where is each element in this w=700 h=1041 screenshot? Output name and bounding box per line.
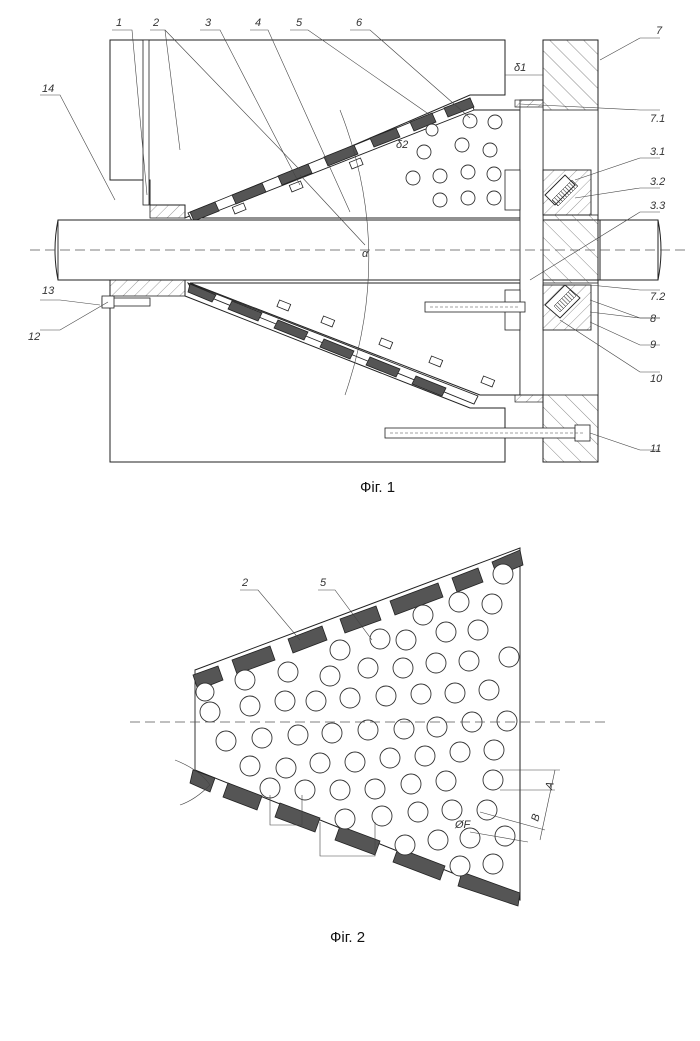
label-1: 1 bbox=[116, 17, 122, 29]
figure-2: A B ØF 2 5 Фіг. 2 bbox=[130, 548, 610, 946]
bearing-lower bbox=[543, 285, 591, 330]
caption-fig2: Фіг. 2 bbox=[330, 929, 365, 946]
label-12: 12 bbox=[28, 331, 40, 343]
label-4: 4 bbox=[255, 17, 261, 29]
label-11: 11 bbox=[650, 443, 661, 455]
dim-delta1: δ1 bbox=[514, 62, 526, 74]
sieve-strip-upper bbox=[188, 98, 474, 221]
blades-lower bbox=[277, 300, 495, 387]
label-9: 9 bbox=[650, 339, 656, 351]
caption-fig1: Фіг. 1 bbox=[360, 479, 395, 496]
label-3-3: 3.3 bbox=[650, 200, 666, 212]
label-13: 13 bbox=[42, 285, 55, 297]
label-6: 6 bbox=[356, 17, 363, 29]
bolt-10 bbox=[425, 302, 525, 312]
inner-cone-lower bbox=[190, 283, 520, 395]
figure-1: δ1 δ2 α 1 2 bbox=[28, 17, 690, 496]
housing-upper bbox=[110, 40, 505, 218]
dim-alpha: α bbox=[362, 248, 369, 260]
label-14: 14 bbox=[42, 83, 54, 95]
channel-1 bbox=[143, 40, 149, 205]
screw-13 bbox=[102, 296, 150, 308]
flange-14 bbox=[150, 205, 185, 218]
dim-diameter: ØF bbox=[454, 819, 472, 831]
dim-delta2: δ2 bbox=[396, 139, 408, 151]
fig2-label-5: 5 bbox=[320, 577, 327, 589]
label-3-2: 3.2 bbox=[650, 176, 665, 188]
label-5: 5 bbox=[296, 17, 303, 29]
label-7: 7 bbox=[656, 25, 663, 37]
label-2: 2 bbox=[152, 17, 159, 29]
sieve-strip-lower bbox=[188, 283, 478, 404]
cover-plate-7 bbox=[543, 40, 598, 462]
label-7-1: 7.1 bbox=[650, 113, 665, 125]
ring-lower bbox=[110, 280, 185, 296]
blades-upper bbox=[232, 158, 363, 214]
label-3-1: 3.1 bbox=[650, 146, 665, 158]
dim-b: B bbox=[529, 813, 542, 823]
label-3: 3 bbox=[205, 17, 212, 29]
label-10: 10 bbox=[650, 373, 663, 385]
label-8: 8 bbox=[650, 313, 657, 325]
label-7-2: 7.2 bbox=[650, 291, 665, 303]
fig2-label-2: 2 bbox=[241, 577, 248, 589]
